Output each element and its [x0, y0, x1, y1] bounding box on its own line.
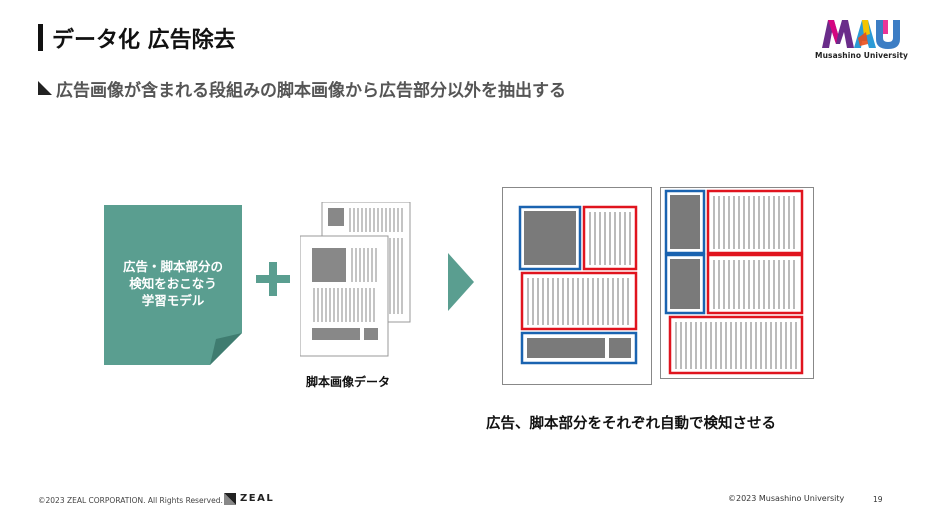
result-page-right	[660, 187, 814, 379]
model-label: 広告・脚本部分の 検知をおこなう 学習モデル	[104, 258, 242, 309]
model-label-line-1: 広告・脚本部分の	[122, 259, 223, 274]
logo-university-name: Musashino University	[815, 51, 908, 60]
doc-label: 脚本画像データ	[306, 375, 391, 389]
result-caption: 広告、脚本部分をそれぞれ自動で検知させる	[486, 416, 776, 432]
subtitle: 広告画像が含まれる段組みの脚本画像から広告部分以外を抽出する	[56, 81, 566, 101]
script-image-stack	[300, 202, 411, 357]
mau-logo	[822, 20, 900, 49]
zeal-logo-text: ZEAL	[240, 493, 275, 504]
page-title: データ化 広告除去	[52, 28, 236, 53]
arrow-right-icon	[448, 253, 474, 311]
footer-copyright: ©2023 ZEAL CORPORATION. All Rights Reser…	[38, 496, 223, 505]
result-page-left	[502, 187, 652, 385]
plus-icon	[256, 262, 290, 296]
footer-university-copyright: ©2023 Musashino University	[728, 494, 845, 503]
model-label-line-3: 学習モデル	[141, 293, 205, 308]
triangle-bullet-icon	[38, 81, 52, 95]
model-label-line-2: 検知をおこなう	[129, 276, 217, 291]
title-accent-bar	[38, 24, 43, 51]
page-number: 19	[873, 495, 883, 504]
model-document-shape	[104, 205, 242, 365]
zeal-logo-icon	[224, 493, 236, 505]
